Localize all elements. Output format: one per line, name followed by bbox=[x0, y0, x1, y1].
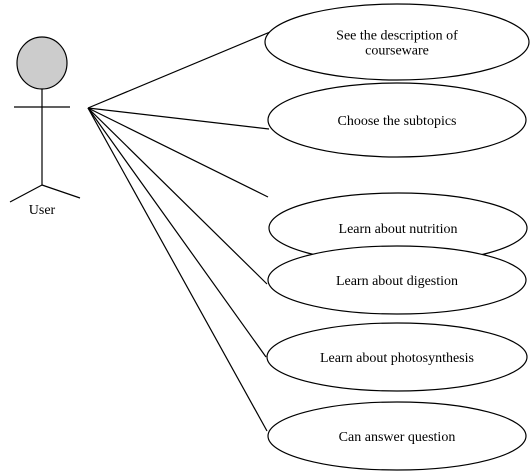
actor-right-leg bbox=[41, 184, 81, 199]
actor-user: User bbox=[9, 36, 81, 218]
use-case-label: Learn about nutrition bbox=[339, 222, 458, 237]
use-case-label: courseware bbox=[365, 44, 429, 59]
association-line bbox=[87, 107, 268, 432]
association-line bbox=[87, 107, 268, 285]
use-case-ellipse bbox=[264, 3, 530, 81]
use-case: Can answer question bbox=[267, 401, 527, 471]
use-case-label: See the description of bbox=[336, 29, 458, 44]
use-case-ellipse bbox=[266, 322, 528, 392]
actor-label: User bbox=[29, 203, 56, 218]
association-line bbox=[87, 31, 271, 109]
use-case: Choose the subtopics bbox=[267, 82, 527, 158]
actor-head bbox=[16, 36, 68, 90]
association-line bbox=[87, 107, 269, 198]
use-case: Learn about nutrition bbox=[268, 192, 528, 264]
use-case-label: Learn about digestion bbox=[336, 274, 458, 289]
use-case-ellipse bbox=[267, 245, 527, 315]
associations bbox=[87, 31, 271, 432]
use-case: Learn about digestion bbox=[267, 245, 527, 315]
actor-left-leg bbox=[9, 184, 43, 203]
use-case-ellipse bbox=[267, 401, 527, 471]
use-case-label: Learn about photosynthesis bbox=[320, 351, 474, 366]
use-case-label: Can answer question bbox=[339, 430, 456, 445]
association-line bbox=[87, 107, 270, 130]
use-case-label: Choose the subtopics bbox=[338, 114, 457, 129]
use-case: Learn about photosynthesis bbox=[266, 322, 528, 392]
association-line bbox=[87, 107, 267, 358]
use-case-ellipse bbox=[267, 82, 527, 158]
